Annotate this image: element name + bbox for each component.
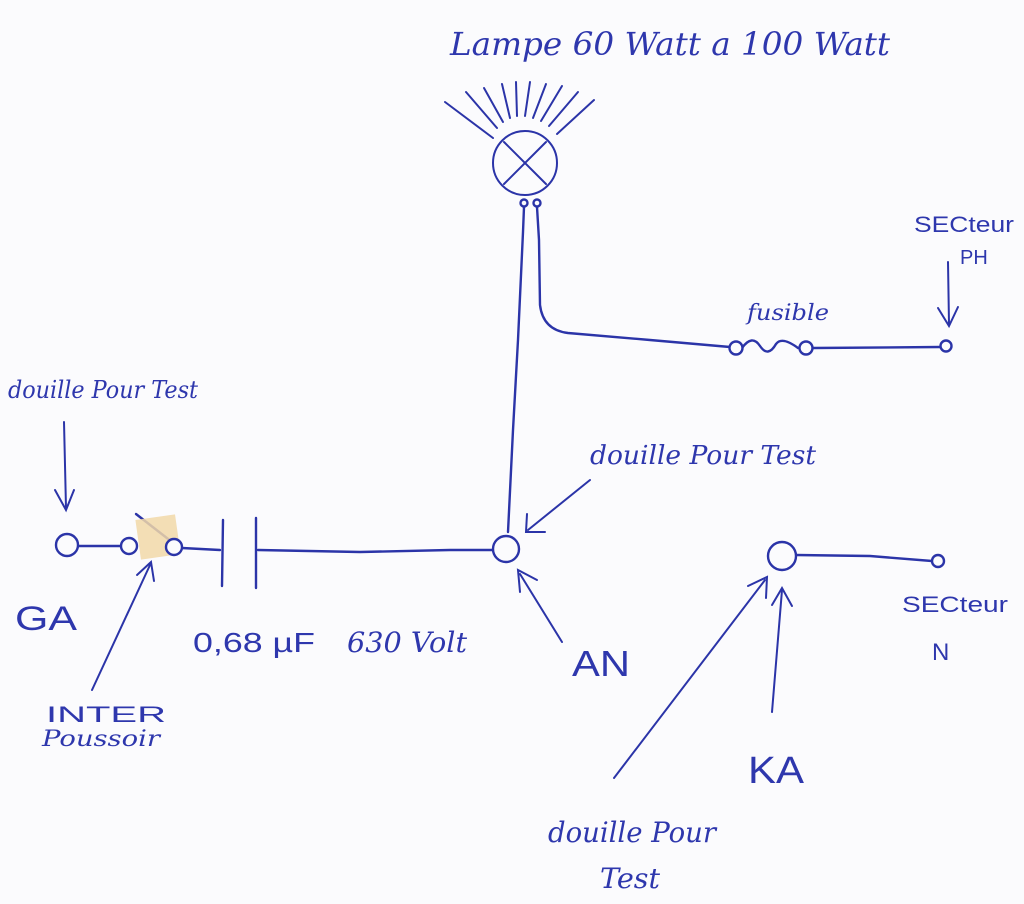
wire-ka-to-sector-n: [794, 553, 934, 563]
an-label: AN: [572, 643, 630, 684]
inter-label-line2: Poussoir: [41, 727, 162, 752]
sector-ph-terminal[interactable]: [939, 339, 953, 353]
wire-switch-to-capacitor: [180, 546, 222, 552]
ga-label: GA: [15, 600, 77, 638]
arrow-inter: [91, 559, 155, 691]
wire-lamp-to-fuse: [535, 205, 732, 349]
fuse-label: fusible: [745, 301, 829, 326]
lamp-light-rays: [444, 81, 595, 139]
sector-ph-label-line2: PH: [960, 247, 988, 269]
switch-terminal-right[interactable]: [164, 537, 184, 557]
lamp-symbol: [492, 130, 558, 196]
lamp-terminals: [519, 198, 542, 208]
arrow-an: [516, 568, 563, 643]
ka-socket-terminal[interactable]: [766, 540, 798, 572]
ka-label: KA: [748, 750, 805, 792]
arrow-sector-ph: [937, 261, 959, 329]
an-socket-terminal[interactable]: [491, 534, 521, 564]
socket-test-bottom-label-line2: Test: [600, 862, 661, 895]
arrow-socket-bottom: [613, 575, 769, 779]
fuse-terminal-left[interactable]: [728, 340, 744, 356]
arrow-socket-left: [54, 421, 75, 513]
inter-label-line1: INTER: [46, 702, 166, 727]
wire-fuse-to-sector-ph: [811, 345, 942, 350]
lamp-title-label: Lampe 60 Watt a 100 Watt: [449, 25, 890, 63]
fuse-symbol: [740, 339, 800, 353]
capacitor-value-label: 0,68 µF: [193, 627, 315, 658]
fuse-terminal-right[interactable]: [798, 340, 814, 356]
capacitor-symbol: [220, 516, 258, 590]
arrow-socket-center: [524, 479, 591, 533]
sector-n-label-line2: N: [932, 639, 949, 666]
sector-n-terminal[interactable]: [930, 553, 946, 569]
arrow-ka: [771, 585, 793, 713]
capacitor-voltage-label: 630 Volt: [347, 626, 468, 659]
sector-ph-label-line1: SECteur: [914, 212, 1014, 237]
wire-capacitor-to-an: [256, 548, 496, 554]
socket-test-center-label: douille Pour Test: [590, 441, 817, 471]
socket-test-left-label: douille Pour Test: [8, 376, 198, 404]
switch-terminal-left[interactable]: [119, 536, 139, 556]
sector-n-label-line1: SECteur: [902, 592, 1008, 617]
ga-socket-terminal[interactable]: [54, 532, 80, 558]
socket-test-bottom-label-line1: douille Pour: [548, 816, 718, 849]
wire-lamp-to-an: [506, 205, 526, 534]
